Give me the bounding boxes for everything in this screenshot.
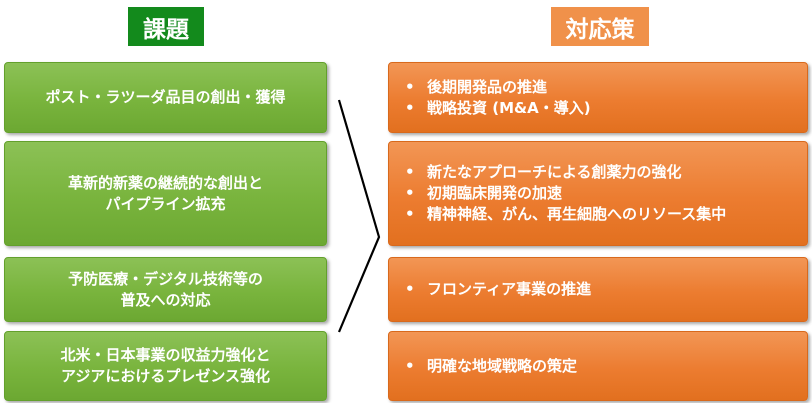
issue-2-line-2: パイプライン拡充 xyxy=(105,194,226,213)
measure-2-item-1: • 新たなアプローチによる創薬力の強化 xyxy=(405,162,807,183)
issue-box-3: 予防医療・デジタル技術等の 普及への対応 xyxy=(4,257,327,322)
issue-box-1: ポスト・ラツーダ品目の創出・獲得 xyxy=(4,62,327,133)
bullet-icon: • xyxy=(405,77,415,96)
measure-box-4: • 明確な地域戦略の策定 xyxy=(388,331,808,401)
right-chevron-icon xyxy=(337,99,381,333)
measure-3-list: • フロンティア事業の推進 xyxy=(389,279,807,300)
measure-4-list: • 明確な地域戦略の策定 xyxy=(389,356,807,377)
bullet-icon: • xyxy=(405,98,415,117)
measure-2-item-2-text: 初期臨床開発の加速 xyxy=(427,184,563,202)
measure-4-item-1-text: 明確な地域戦略の策定 xyxy=(427,356,578,375)
bullet-icon: • xyxy=(405,163,415,181)
issue-box-4: 北米・日本事業の収益力強化と アジアにおけるプレゼンス強化 xyxy=(4,331,327,401)
measure-1-item-1-text: 後期開発品の推進 xyxy=(427,77,548,96)
measure-1-item-2: • 戦略投資 (M&A・導入) xyxy=(405,98,807,119)
measure-3-item-1-text: フロンティア事業の推進 xyxy=(427,280,592,298)
measure-1-item-2-text: 戦略投資 (M&A・導入) xyxy=(427,98,591,117)
measure-2-item-2: • 初期臨床開発の加速 xyxy=(405,183,807,204)
issue-3-line-2: 普及への対応 xyxy=(120,290,211,309)
bullet-icon: • xyxy=(405,356,415,375)
bullet-icon: • xyxy=(405,280,415,298)
measure-box-1: • 後期開発品の推進 • 戦略投資 (M&A・導入) xyxy=(388,62,808,133)
issue-2-line-1: 革新的新薬の継続的な創出と xyxy=(67,173,263,192)
measure-box-2: • 新たなアプローチによる創薬力の強化 • 初期臨床開発の加速 • 精神神経、がん、再… xyxy=(388,141,808,246)
measure-2-item-3-text: 精神神経、がん、再生細胞へのリソース集中 xyxy=(427,205,727,223)
measure-2-item-1-text: 新たなアプローチによる創薬力の強化 xyxy=(427,163,682,181)
measure-2-item-3: • 精神神経、がん、再生細胞へのリソース集中 xyxy=(405,204,807,225)
measure-3-item-1: • フロンティア事業の推進 xyxy=(405,279,807,300)
measures-header: 対応策 xyxy=(551,7,649,46)
issue-box-2: 革新的新薬の継続的な創出と パイプライン拡充 xyxy=(4,141,327,246)
issues-header: 課題 xyxy=(128,7,204,46)
measure-2-list: • 新たなアプローチによる創薬力の強化 • 初期臨床開発の加速 • 精神神経、がん、再… xyxy=(389,162,807,225)
measure-box-3: • フロンティア事業の推進 xyxy=(388,257,808,322)
bullet-icon: • xyxy=(405,205,415,223)
measure-4-item-1: • 明確な地域戦略の策定 xyxy=(405,356,807,377)
issue-3-line-1: 予防医療・デジタル技術等の xyxy=(68,269,263,288)
issue-1-line-1: ポスト・ラツーダ品目の創出・獲得 xyxy=(45,88,286,106)
measure-1-item-1: • 後期開発品の推進 xyxy=(405,77,807,98)
bullet-icon: • xyxy=(405,184,415,202)
issue-4-line-2: アジアにおけるプレゼンス強化 xyxy=(60,367,271,385)
measure-1-list: • 後期開発品の推進 • 戦略投資 (M&A・導入) xyxy=(389,77,807,119)
issue-4-line-1: 北米・日本事業の収益力強化と xyxy=(60,346,271,364)
